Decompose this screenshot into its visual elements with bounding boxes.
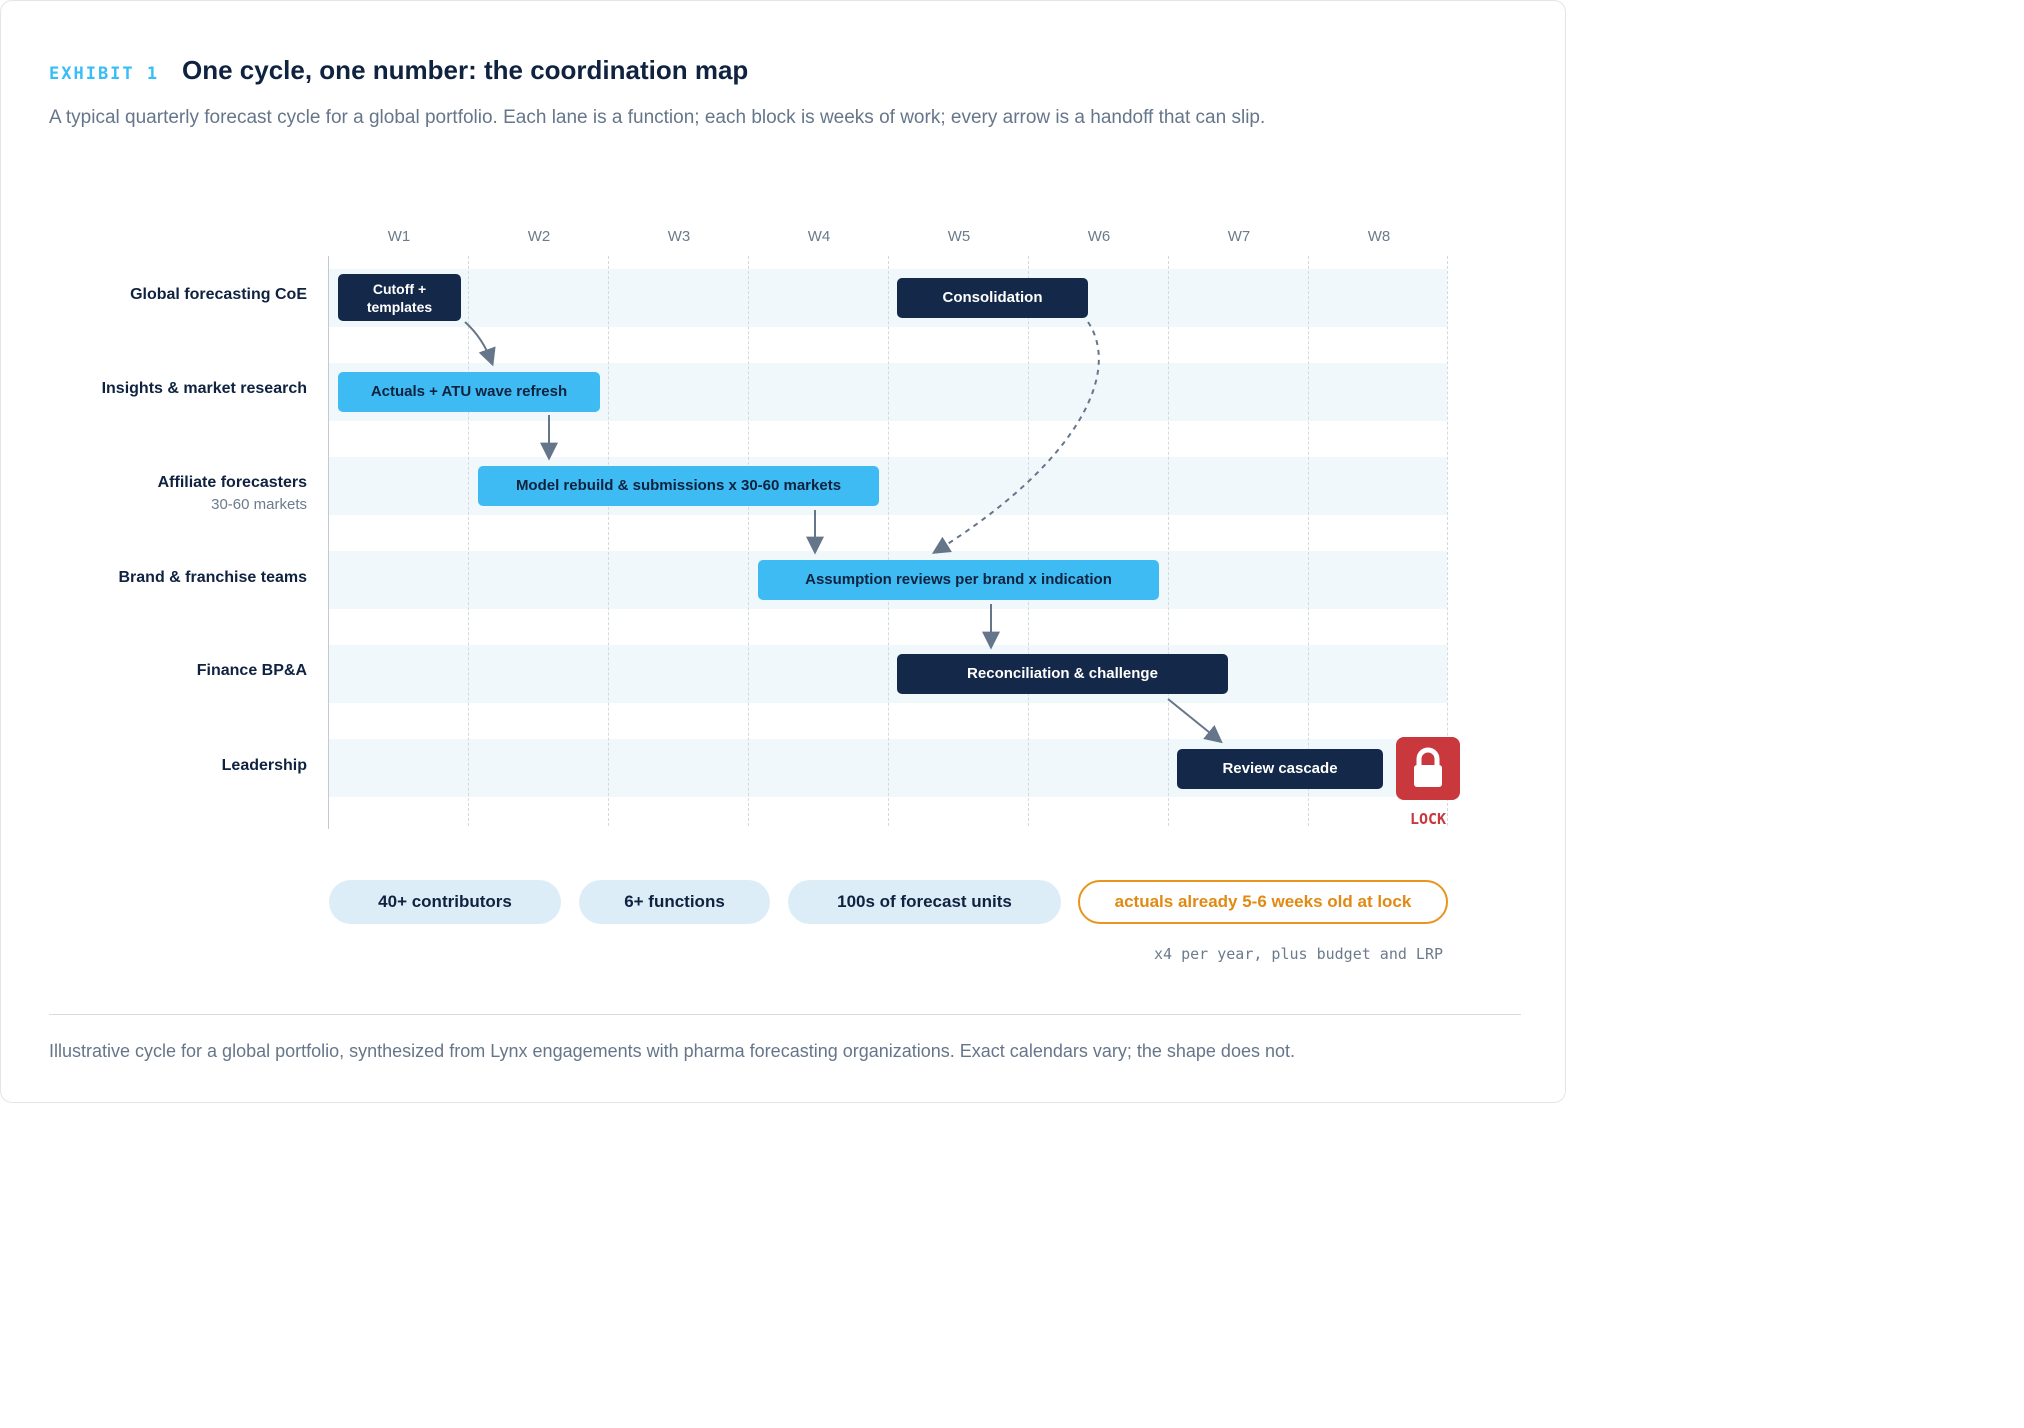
handoff-arrow-reconciliation-to-review — [1167, 698, 1223, 744]
task-reconciliation-challenge: Reconciliation & challenge — [897, 654, 1228, 694]
week-label-w7: W7 — [1227, 228, 1251, 245]
week-label-w1: W1 — [387, 228, 411, 245]
lane-label-brand-franchise: Brand & franchise teams — [118, 569, 307, 586]
week-label-w6: W6 — [1087, 228, 1111, 245]
exhibit-tag: EXHIBIT 1 — [49, 64, 160, 84]
stat-pill-contributors: 40+ contributors — [329, 880, 561, 924]
week-gridline — [1168, 256, 1169, 826]
lane-label-finance: Finance BP&A — [196, 662, 307, 679]
lock-badge — [1396, 737, 1460, 800]
task-review-cascade: Review cascade — [1177, 749, 1383, 789]
footer-divider — [49, 1014, 1521, 1015]
week-label-w3: W3 — [667, 228, 691, 245]
handoff-arrow-cutoff-to-actuals — [464, 321, 496, 367]
lane-label-affiliate-forecasters: Affiliate forecasters — [157, 474, 307, 491]
handoff-arrows — [464, 321, 1223, 744]
week-gridline — [888, 256, 889, 826]
task-cutoff-templates: Cutoff + templates — [338, 274, 461, 321]
task-model-rebuild-submissions: Model rebuild & submissions x 30-60 mark… — [478, 466, 879, 506]
week-label-w2: W2 — [527, 228, 551, 245]
lock-label: LOCK — [1409, 810, 1447, 828]
lane-label-leadership: Leadership — [221, 757, 307, 774]
exhibit-title: One cycle, one number: the coordination … — [182, 55, 749, 85]
week-label-w4: W4 — [807, 228, 831, 245]
stat-pill-functions: 6+ functions — [579, 880, 770, 924]
task-actuals-atu-refresh: Actuals + ATU wave refresh — [338, 372, 600, 412]
stat-pill-actuals-age-warning: actuals already 5-6 weeks old at lock — [1078, 880, 1448, 924]
lane-label-insights: Insights & market research — [101, 380, 307, 397]
task-consolidation: Consolidation — [897, 278, 1088, 318]
handoff-arrow-consolidation-to-assumptions — [931, 321, 1100, 554]
padlock-icon — [1414, 747, 1442, 787]
week-gridline — [1308, 256, 1309, 826]
week-gridline — [608, 256, 609, 826]
week-gridline — [1028, 256, 1029, 826]
exhibit-subtitle: A typical quarterly forecast cycle for a… — [49, 107, 1266, 128]
task-assumption-reviews: Assumption reviews per brand x indicatio… — [758, 560, 1159, 600]
week-gridline — [1447, 256, 1448, 826]
week-label-w8: W8 — [1367, 228, 1391, 245]
lane-axis-line — [328, 256, 329, 829]
exhibit-card: EXHIBIT 1 One cycle, one number: the coo… — [0, 0, 1566, 1103]
stat-pill-forecast-units: 100s of forecast units — [788, 880, 1061, 924]
lane-label-global-forecasting-coe: Global forecasting CoE — [130, 286, 307, 303]
week-gridline — [468, 256, 469, 826]
footnote: Illustrative cycle for a global portfoli… — [49, 1041, 1295, 1061]
lane-sublabel-affiliate-markets: 30-60 markets — [211, 496, 307, 513]
week-label-w5: W5 — [947, 228, 971, 245]
week-gridline — [748, 256, 749, 826]
cadence-note: x4 per year, plus budget and LRP — [1154, 945, 1443, 963]
